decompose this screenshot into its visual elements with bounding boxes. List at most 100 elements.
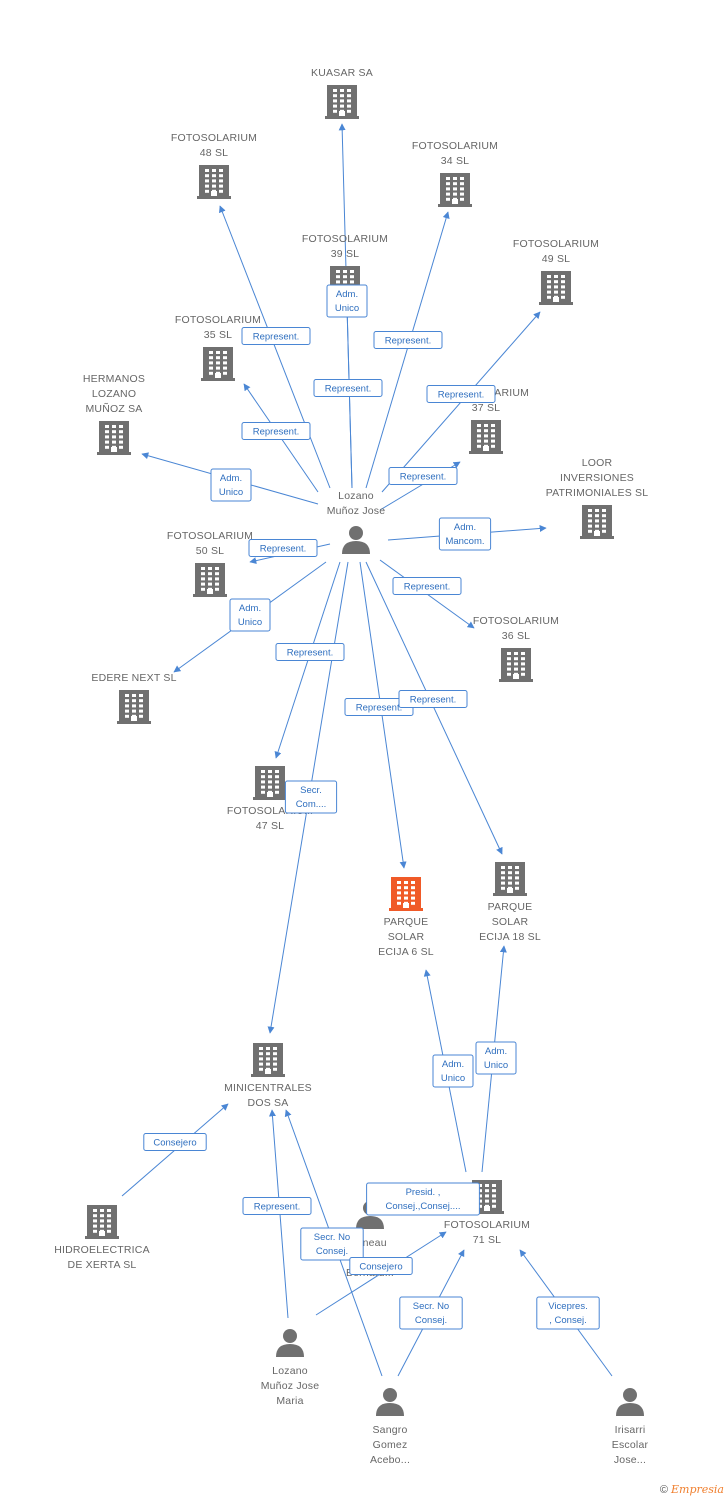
node-label: 48 SL [200,147,228,159]
roles-layer: Adm.UnicoRepresent.Represent.Represent.R… [143,284,600,1330]
person-icon[interactable] [276,1329,304,1357]
role-badge[interactable]: Represent. [398,690,468,708]
role-label: Represent. [253,427,299,438]
role-badge[interactable]: Represent. [313,379,383,397]
building-icon[interactable] [438,173,472,207]
node-label: ECIJA 18 SL [479,931,541,943]
role-label: Represent. [400,472,446,483]
building-icon[interactable] [197,165,231,199]
node-label: 34 SL [441,155,469,167]
role-badge[interactable]: Adm.Unico [229,598,271,632]
node-label: FOTOSOLARIUM [175,314,261,326]
building-icon[interactable] [117,690,151,724]
brand-logo[interactable]: Empresia [671,1483,724,1496]
building-icon[interactable] [201,347,235,381]
role-label: Secr. No [314,1232,350,1243]
node-f35[interactable]: FOTOSOLARIUM 35 SL [175,314,261,381]
building-icon[interactable] [580,505,614,539]
building-icon[interactable] [499,648,533,682]
role-label: Consejero [359,1262,402,1273]
role-badge[interactable]: Adm.Unico [210,468,252,502]
role-badge[interactable]: Adm. Unico [432,1054,474,1088]
role-badge[interactable]: Secr.Com.... [284,780,338,814]
node-label: PATRIMONIALES SL [546,487,649,499]
node-label: Irisarri [615,1424,646,1436]
node-kuasar[interactable]: KUASAR SA [311,67,373,119]
role-badge[interactable]: Represent. [242,1197,312,1215]
copyright-symbol: © [659,1484,668,1496]
role-badge[interactable]: Consejero [349,1257,413,1275]
node-irisarri[interactable]: IrisarriEscolarJose... [612,1388,649,1466]
role-badge[interactable]: Represent. [275,643,345,661]
role-label: Adm. [485,1046,507,1057]
building-icon[interactable] [469,420,503,454]
role-label: Consej. [316,1246,348,1257]
role-label: Vicepres. [548,1301,587,1312]
building-icon[interactable] [97,421,131,455]
building-icon[interactable] [325,85,359,119]
role-label: Adm. [239,603,261,614]
node-label: Gomez [373,1439,408,1451]
role-badge[interactable]: Represent. [373,331,443,349]
role-badge[interactable]: Vicepres., Consej. [536,1296,600,1330]
person-icon[interactable] [342,526,370,554]
role-badge[interactable]: Represent. [241,422,311,440]
node-label: MUÑOZ SA [85,402,142,415]
role-badge[interactable]: Presid. ,Consej.,Consej.... [366,1182,480,1216]
role-label: Represent. [356,703,402,714]
node-sangro[interactable]: SangroGomezAcebo... [370,1388,410,1466]
role-badge[interactable]: Represent. [248,539,318,557]
building-icon[interactable] [253,766,287,800]
node-label: 35 SL [204,329,232,341]
node-label: 47 SL [256,820,284,832]
role-badge[interactable]: Consejero [143,1133,207,1151]
role-label: Represent. [404,582,450,593]
role-badge[interactable]: Secr. No Consej. [300,1227,364,1261]
building-icon[interactable] [85,1205,119,1239]
node-label: Escolar [612,1439,649,1451]
building-icon[interactable] [493,862,527,896]
node-label: LOOR [582,457,613,469]
node-label: Jose... [614,1454,646,1466]
person-icon[interactable] [376,1388,404,1416]
building-icon[interactable] [389,877,423,911]
person-icon[interactable] [616,1388,644,1416]
role-badge[interactable]: Represent. [241,327,311,345]
node-label: Lozano [338,490,374,502]
node-label: MINICENTRALES [224,1082,312,1094]
role-label: Adm. [454,522,476,533]
role-badge[interactable]: Represent. [392,577,462,595]
role-label: Represent. [254,1202,300,1213]
node-label: FOTOSOLARIUM [513,238,599,250]
role-label: Represent. [253,332,299,343]
role-badge[interactable]: Adm.Mancom. [438,517,492,551]
building-icon[interactable] [539,271,573,305]
building-icon[interactable] [251,1043,285,1077]
node-edere[interactable]: EDERE NEXT SL [91,672,176,724]
role-badge[interactable]: Adm.Unico [475,1041,517,1075]
role-badge[interactable]: Adm.Unico [326,284,368,318]
role-label: Unico [441,1073,465,1084]
role-badge[interactable]: Represent. [388,467,458,485]
role-label: Adm. [336,289,358,300]
node-label: Sangro [372,1424,407,1436]
building-icon[interactable] [193,563,227,597]
role-badge[interactable]: Represent. [426,385,496,403]
role-label: Adm. [442,1059,464,1070]
